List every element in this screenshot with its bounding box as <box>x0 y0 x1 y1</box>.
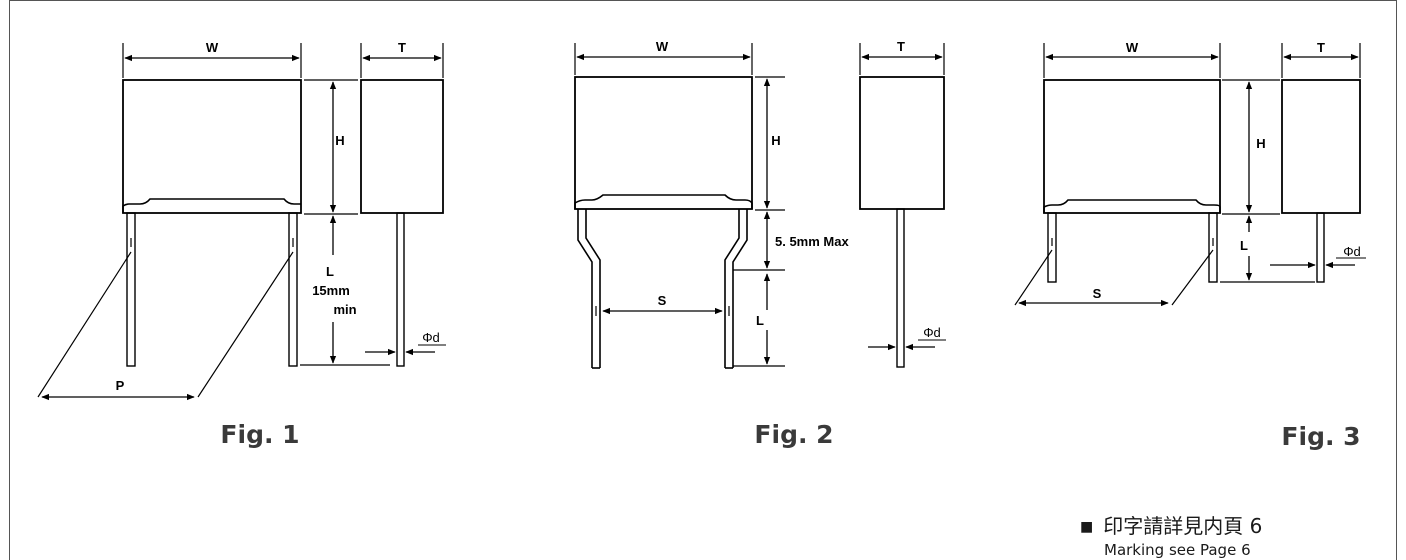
fig3-width-label: W <box>1126 40 1139 55</box>
fig2-width-label: W <box>656 39 669 54</box>
page-frame <box>9 0 1397 560</box>
fig2-thickness-label: T <box>897 39 905 54</box>
bullet-square-icon: ■ <box>1080 519 1094 535</box>
fig3-lead-dia-label: Φd <box>1343 244 1361 259</box>
fig1-lead-min-label: 15mm <box>312 283 350 298</box>
marking-note: ■ 印字請詳見内頁 6 Marking see Page 6 <box>1080 510 1262 559</box>
fig3-spacing-label: S <box>1093 286 1102 301</box>
fig3-thickness-label: T <box>1317 40 1325 55</box>
fig2-height-label: H <box>771 133 780 148</box>
fig3-caption: Fig. 3 <box>1281 422 1360 451</box>
fig1-height-label: H <box>335 133 344 148</box>
figure-3 <box>1014 43 1366 307</box>
fig2-lead-dia-label: Φd <box>923 325 941 340</box>
fig1-width-label: W <box>206 40 219 55</box>
marking-note-zh-line: ■ 印字請詳見内頁 6 <box>1080 510 1262 539</box>
fig3-lead-length-label: L <box>1240 238 1248 253</box>
marking-note-en: Marking see Page 6 <box>1104 541 1251 559</box>
fig1-lead-dia-label: Φd <box>422 330 440 345</box>
fig1-lead-length-label: L <box>326 264 334 279</box>
fig1-pitch-label: P <box>116 378 125 393</box>
fig3-height-label: H <box>1256 136 1265 151</box>
fig1-lead-min-label-2: min <box>333 302 356 317</box>
marking-note-zh: 印字請詳見内頁 6 <box>1103 514 1263 538</box>
fig2-caption: Fig. 2 <box>754 420 833 449</box>
figure-2 <box>574 43 946 369</box>
fig2-kink-label: 5. 5mm Max <box>775 234 849 249</box>
figure-1 <box>37 43 446 401</box>
fig2-lead-length-label: L <box>756 313 764 328</box>
fig1-thickness-label: T <box>398 40 406 55</box>
fig1-caption: Fig. 1 <box>220 420 299 449</box>
fig2-spacing-label: S <box>658 293 667 308</box>
